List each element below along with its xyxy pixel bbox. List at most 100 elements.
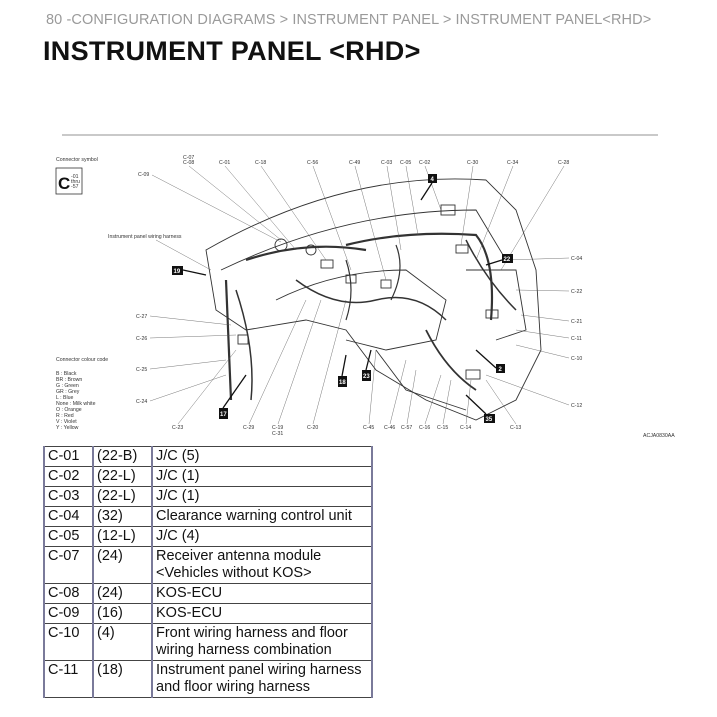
- legend-range-3: -57: [71, 184, 79, 190]
- connector-name: KOS-ECU: [151, 583, 373, 604]
- callout-4: 4: [431, 177, 435, 183]
- colour-code-legend: Connector colour code B : Black BR : Bro…: [56, 357, 108, 431]
- label-c27: C-27: [136, 314, 147, 320]
- legend-range-1: -01: [71, 174, 79, 180]
- callout-19: 19: [174, 269, 181, 275]
- connector-type: (22-B): [92, 446, 153, 467]
- callout-22: 22: [504, 257, 511, 263]
- connector-name: J/C (4): [151, 526, 373, 547]
- label-c05: C-05: [400, 160, 411, 166]
- right-connector-labels: C-04 C-22 C-21 C-11 C-10 C-12: [571, 256, 582, 409]
- label-c08: C-08: [183, 160, 194, 166]
- label-c21: C-21: [571, 319, 582, 325]
- connector-code: C-08: [43, 583, 94, 604]
- harness-label: Instrument panel wiring harness: [108, 234, 182, 240]
- label-c45: C-45: [363, 425, 374, 431]
- label-c49: C-49: [349, 160, 360, 166]
- colour-code-line: R : Red: [56, 413, 74, 419]
- label-c23: C-23: [172, 425, 183, 431]
- connector-type: (16): [92, 603, 153, 624]
- label-c19: C-19: [272, 425, 283, 431]
- label-c09: C-09: [138, 172, 149, 178]
- connector-code: C-02: [43, 466, 94, 487]
- connector-name: KOS-ECU: [151, 603, 373, 624]
- colour-code-line: Y : Yellow: [56, 425, 79, 431]
- connector-type: (22-L): [92, 486, 153, 507]
- connector-type: (32): [92, 506, 153, 527]
- label-c31: C-31: [272, 431, 283, 437]
- connector-name: Clearance warning control unit: [151, 506, 373, 527]
- instrument-panel-diagram: Connector symbol C -01 thru -57 C-0: [55, 155, 675, 439]
- connector-type: (24): [92, 583, 153, 604]
- table-row: C-11 (18) Instrument panel wiring harnes…: [43, 660, 373, 698]
- label-c24: C-24: [136, 399, 147, 405]
- label-c25: C-25: [136, 367, 147, 373]
- colour-code-line: None : Milk white: [56, 401, 96, 407]
- bottom-leader-lines: [177, 299, 517, 425]
- legend-symbol-letter: C: [58, 174, 70, 193]
- label-c34: C-34: [507, 160, 518, 166]
- connector-type: (24): [92, 546, 153, 584]
- table-row: C-01 (22-B) J/C (5): [43, 446, 373, 467]
- colour-code-line: B : Black: [56, 371, 77, 377]
- connector-symbol-legend: Connector symbol C -01 thru -57: [55, 157, 98, 195]
- label-c26: C-26: [136, 336, 147, 342]
- label-c14: C-14: [460, 425, 471, 431]
- callout-17: 17: [220, 412, 227, 418]
- connector-type: (4): [92, 623, 153, 661]
- connector-table: C-01 (22-B) J/C (5) C-02 (22-L) J/C (1) …: [43, 446, 373, 698]
- label-c15: C-15: [437, 425, 448, 431]
- connector-code: C-01: [43, 446, 94, 467]
- connector-code: C-05: [43, 526, 94, 547]
- label-c29: C-29: [243, 425, 254, 431]
- connector-name: J/C (1): [151, 466, 373, 487]
- page-title: INSTRUMENT PANEL <RHD>: [43, 36, 421, 66]
- colour-code-line: O : Orange: [56, 407, 82, 413]
- connector-name: Receiver antenna module<Vehicles without…: [151, 546, 373, 584]
- colour-code-line: G : Green: [56, 383, 79, 389]
- connector-type: (18): [92, 660, 153, 698]
- label-c12: C-12: [571, 403, 582, 409]
- label-c04: C-04: [571, 256, 582, 262]
- label-c16: C-16: [419, 425, 430, 431]
- label-c30: C-30: [467, 160, 478, 166]
- connector-type: (12-L): [92, 526, 153, 547]
- divider: [62, 134, 658, 136]
- label-c22: C-22: [571, 289, 582, 295]
- colour-code-line: L : Blue: [56, 395, 74, 401]
- table-row: C-02 (22-L) J/C (1): [43, 466, 373, 487]
- colour-code-line: V : Violet: [56, 419, 77, 425]
- label-c18: C-18: [255, 160, 266, 166]
- connector-code: C-04: [43, 506, 94, 527]
- callouts: 4 19 22 18 23 2 17 35: [172, 174, 513, 423]
- connector-type: (22-L): [92, 466, 153, 487]
- callout-35: 35: [486, 417, 493, 423]
- table-row: C-04 (32) Clearance warning control unit: [43, 506, 373, 527]
- right-leader-lines: [485, 257, 570, 406]
- connector-code: C-03: [43, 486, 94, 507]
- label-c57: C-57: [401, 425, 412, 431]
- top-leader-lines: [188, 165, 565, 281]
- legend-range-2: thru: [71, 179, 80, 185]
- callout-23: 23: [363, 374, 370, 380]
- table-row: C-09 (16) KOS-ECU: [43, 603, 373, 624]
- connector-code: C-09: [43, 603, 94, 624]
- label-c20: C-20: [307, 425, 318, 431]
- colour-code-line: Connector colour code: [56, 357, 108, 363]
- label-c02: C-02: [419, 160, 430, 166]
- callout-arrows: [182, 182, 503, 415]
- label-c46: C-46: [384, 425, 395, 431]
- label-c11: C-11: [571, 336, 582, 342]
- connector-code: C-10: [43, 623, 94, 661]
- table-row: C-05 (12-L) J/C (4): [43, 526, 373, 547]
- callout-18: 18: [339, 380, 346, 386]
- left-leader-lines: [149, 315, 237, 402]
- bottom-connector-labels: C-23 C-29 C-19 C-31 C-20 C-45 C-46 C-57 …: [172, 425, 521, 437]
- figure-code: ACJA0830AA: [643, 433, 675, 439]
- label-c01: C-01: [219, 160, 230, 166]
- colour-code-line: GR : Grey: [56, 389, 80, 395]
- connector-code: C-07: [43, 546, 94, 584]
- label-c10: C-10: [571, 356, 582, 362]
